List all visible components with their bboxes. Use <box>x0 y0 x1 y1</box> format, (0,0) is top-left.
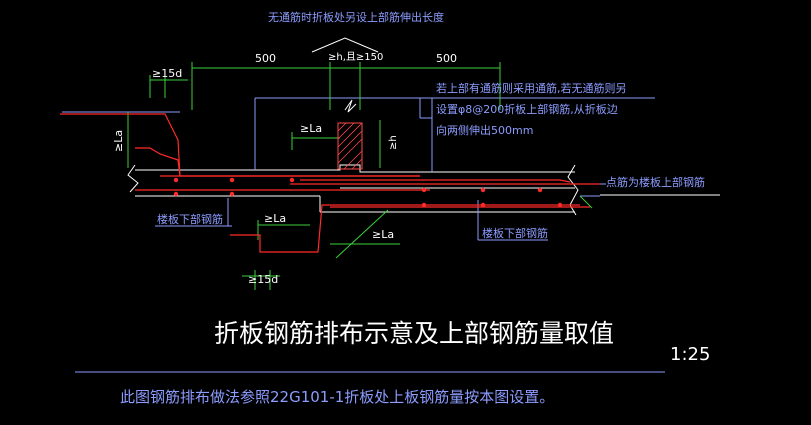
dim-right-label: 500 <box>436 52 457 65</box>
fold-hatch <box>337 99 363 170</box>
right-rebar-label: 点筋为楼板上部钢筋 <box>606 175 705 189</box>
left-la: ≥La <box>112 130 125 152</box>
right-note-line-1: 若上部有通筋则采用通筋,若无通筋则另 <box>436 81 627 95</box>
rebar-dots <box>173 177 563 208</box>
bottom-left-rebar-label: 楼板下部钢筋 <box>157 212 223 226</box>
reference-lines <box>62 97 665 373</box>
top-left-15d: ≥15d <box>152 67 182 80</box>
center-la: ≥La <box>300 122 322 135</box>
top-note: 无通筋时折板处另设上部筋伸出长度 <box>268 10 444 24</box>
rebars <box>60 113 600 253</box>
bottom-la-diag: ≥La <box>372 228 394 241</box>
drawing-title: 折板钢筋排布示意及上部钢筋量取值 <box>214 319 614 348</box>
annotation-text: 无通筋时折板处另设上部筋伸出长度 500 500 ≥h,且≥150 若上部有通筋… <box>112 10 710 406</box>
bottom-la: ≥La <box>264 212 286 225</box>
right-note-line-2: 设置φ8@200折板上部钢筋,从折板边 <box>436 102 618 116</box>
slab-outline <box>127 164 720 216</box>
bottom-15d: ≥15d <box>248 273 278 286</box>
center-h: ≥h <box>388 135 399 150</box>
dim-left-label: 500 <box>255 52 276 65</box>
dim-center-label: ≥h,且≥150 <box>328 51 383 63</box>
bottom-right-rebar-label: 楼板下部钢筋 <box>482 226 548 240</box>
drawing-scale: 1:25 <box>670 344 710 365</box>
right-note-line-3: 向两侧伸出500mm <box>436 123 533 137</box>
top-chevron <box>311 37 379 53</box>
dimension-lines <box>127 62 593 290</box>
drawing-note: 此图钢筋排布做法参照22G101-1折板处上板钢筋量按本图设置。 <box>120 388 554 406</box>
